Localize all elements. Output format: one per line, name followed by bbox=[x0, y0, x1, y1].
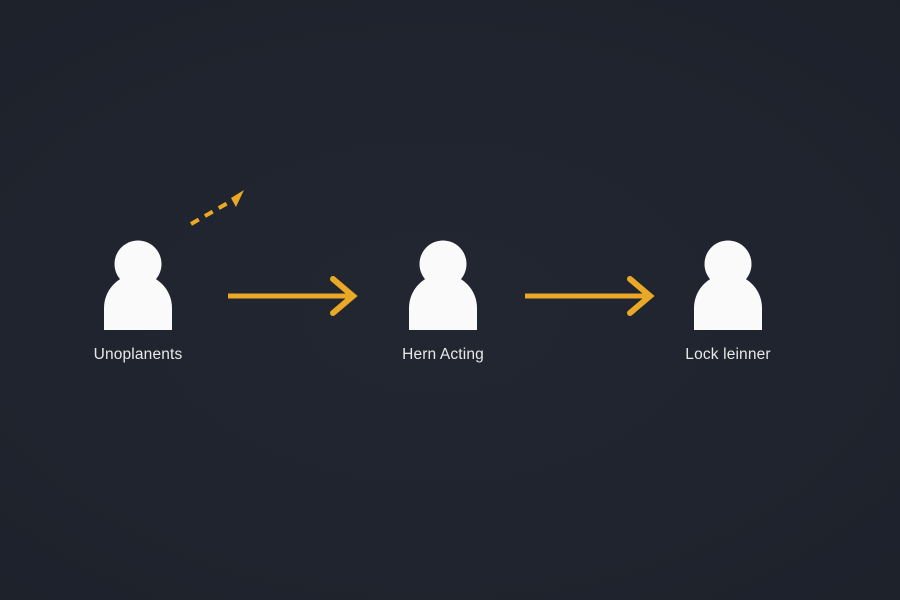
person-icon[interactable] bbox=[694, 240, 762, 331]
node-label-lock-leinner: Lock leinner bbox=[685, 346, 771, 363]
node-label-hern-acting: Hern Acting bbox=[402, 346, 484, 363]
person-icon[interactable] bbox=[104, 240, 172, 331]
flow-arrow-1[interactable] bbox=[228, 276, 358, 316]
person-icon[interactable] bbox=[409, 240, 477, 331]
flow-arrow-2[interactable] bbox=[525, 276, 655, 316]
node-label-unoplanents: Unoplanents bbox=[93, 346, 183, 363]
dashed-arrow[interactable] bbox=[190, 190, 244, 226]
